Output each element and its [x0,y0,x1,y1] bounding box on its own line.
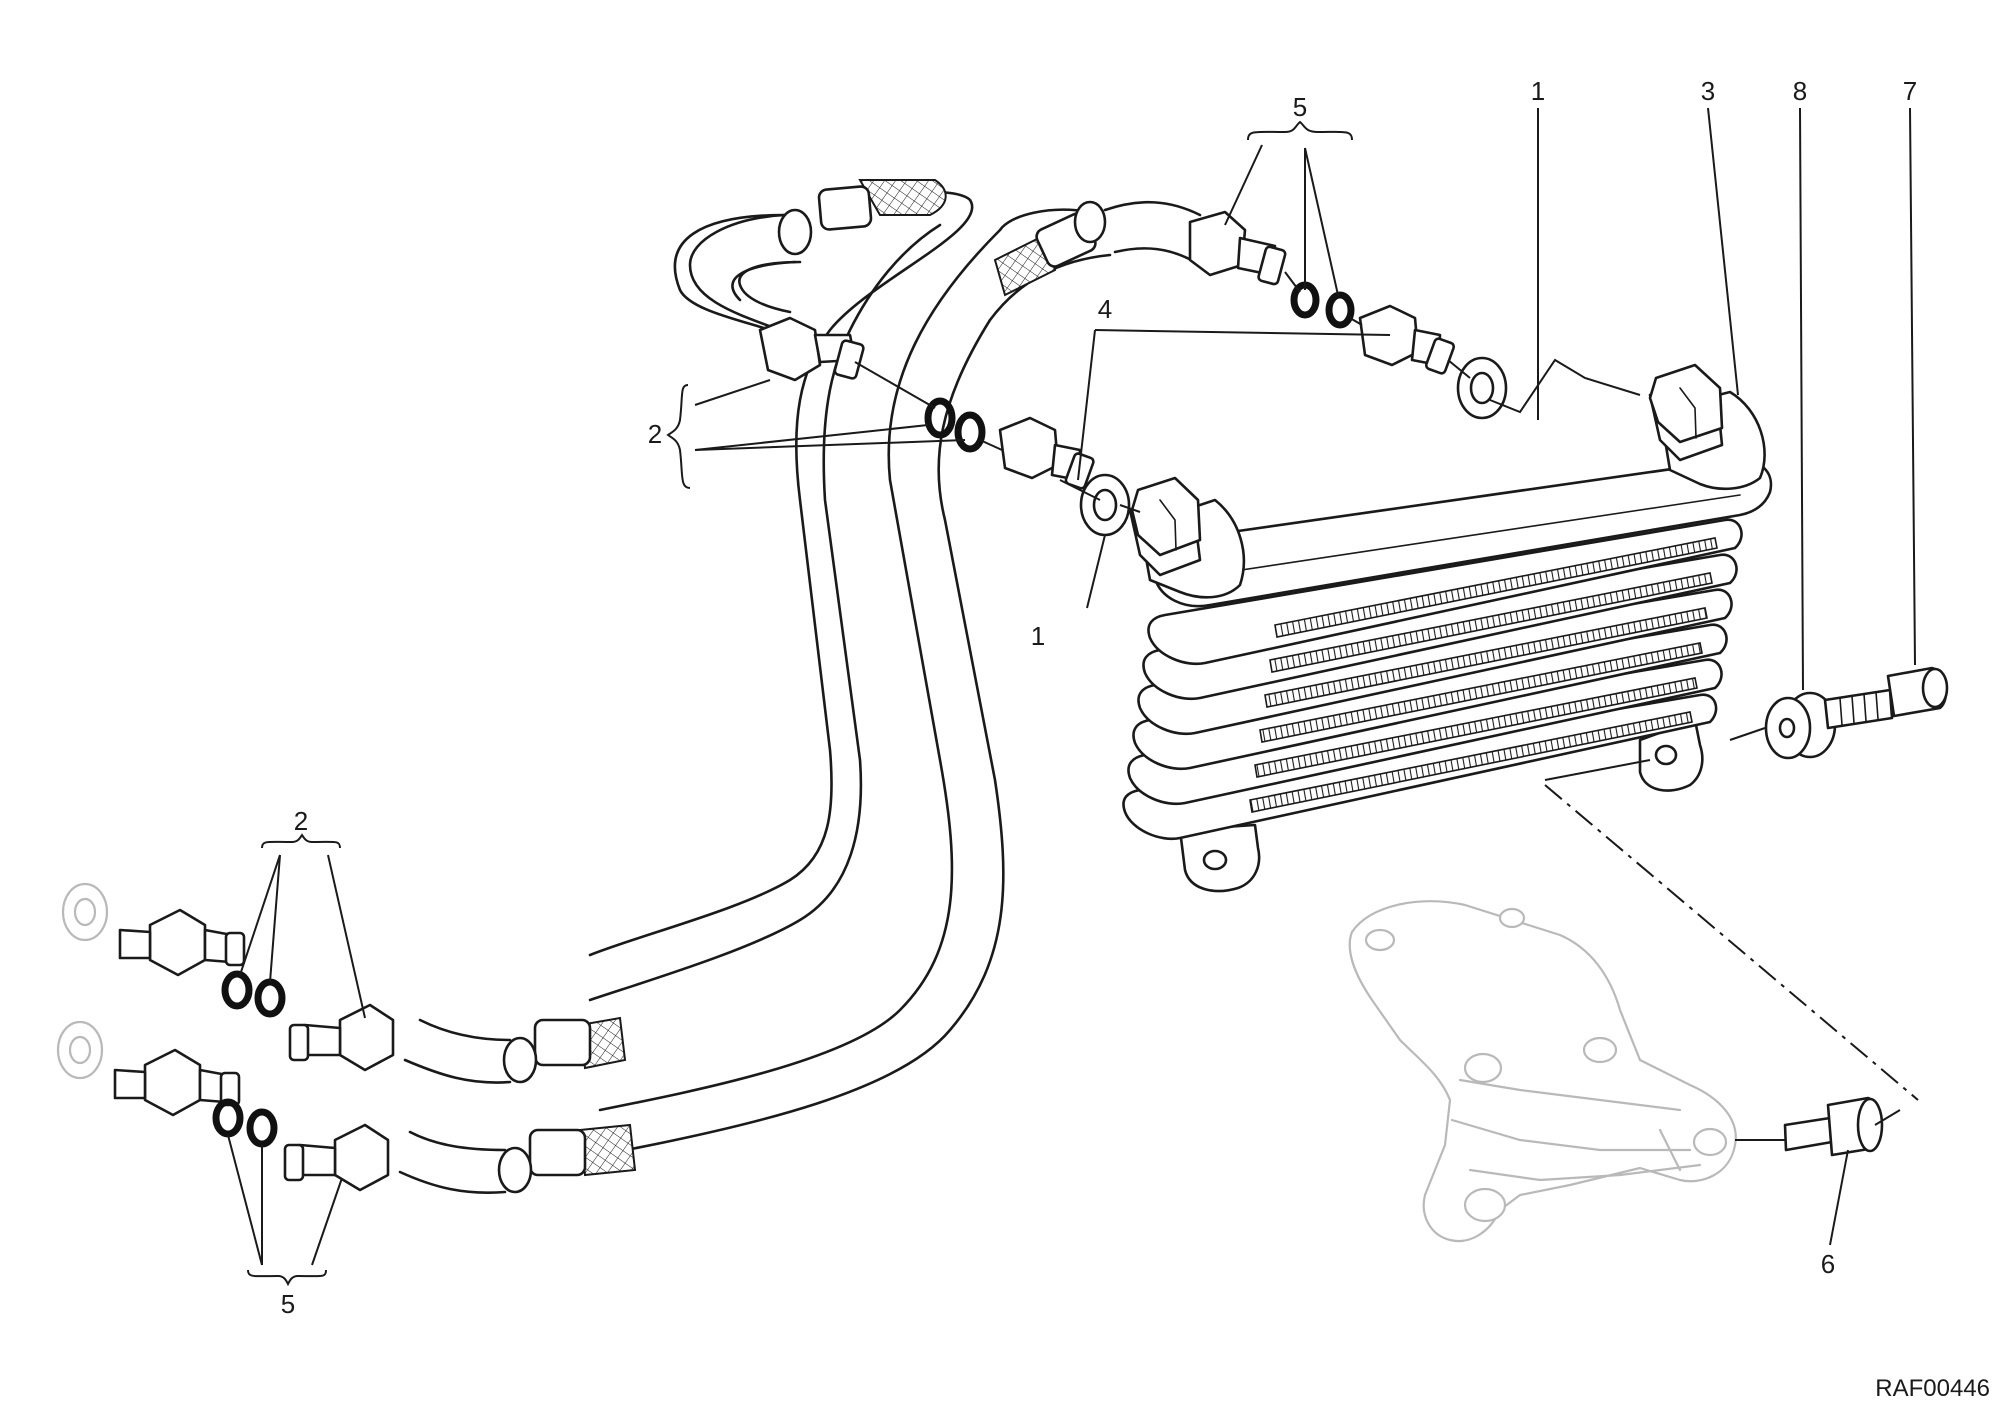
o-rings [212,281,1355,1148]
o-ring [246,1108,278,1148]
callout-7: 7 [1903,76,1917,106]
o-ring [1325,291,1355,329]
screw [1823,666,1949,730]
callout-1-mid: 1 [1031,621,1045,651]
cooler-plate-4 [1132,623,1728,771]
callout-5-bottom: 5 [281,1289,295,1319]
leader-lines [227,107,1919,1287]
callout-4: 4 [1098,294,1112,324]
hex-nut-bottom-lower [283,1123,390,1192]
callout-6: 6 [1821,1249,1835,1279]
hex-nut-top-left [758,316,865,382]
callout-5-top: 5 [1293,92,1307,122]
callout-8: 8 [1793,76,1807,106]
callout-3: 3 [1701,76,1715,106]
hex-nut-bottom-upper [288,1003,395,1072]
washers [56,356,1508,1080]
oil-hose-upper [502,179,974,1084]
oil-hose-lower [497,200,1112,1194]
pipe-bottom-upper [403,1018,512,1084]
drawing-code: RAF00446 [1875,1375,1990,1402]
o-ring [954,411,986,453]
cooler-inlet-elbow [1128,476,1246,599]
hex-nut-top-right [1188,210,1287,286]
cooler-plate-3 [1137,588,1733,736]
spacer [1783,1096,1884,1157]
adapter-bottom-lower [113,1048,241,1117]
adapter-top [1358,304,1456,375]
pipe-bottom-lower [398,1130,507,1194]
callout-1-top: 1 [1531,76,1545,106]
callout-2-bottom: 2 [294,806,308,836]
cooler-plate-2 [1142,553,1738,701]
adapter-bottom-upper [118,908,246,977]
o-ring [221,970,253,1010]
o-ring [924,397,956,439]
cooler-outlet-elbow [1648,363,1766,491]
pipe-top-left [688,213,802,332]
callout-labels: 1 1 2 2 3 4 5 5 6 7 8 RAF00446 [281,76,1990,1402]
mounting-bracket [1348,900,1737,1243]
pipe-top-right [1103,200,1202,264]
oil-cooler [1122,363,1773,893]
o-ring [212,1098,244,1138]
rubber-grommet [1764,691,1837,760]
cooler-plate-6 [1122,693,1718,841]
cooler-plate-1 [1147,518,1743,666]
callout-2-left: 2 [648,419,662,449]
cooler-plate-5 [1127,658,1723,806]
o-ring [254,978,286,1018]
